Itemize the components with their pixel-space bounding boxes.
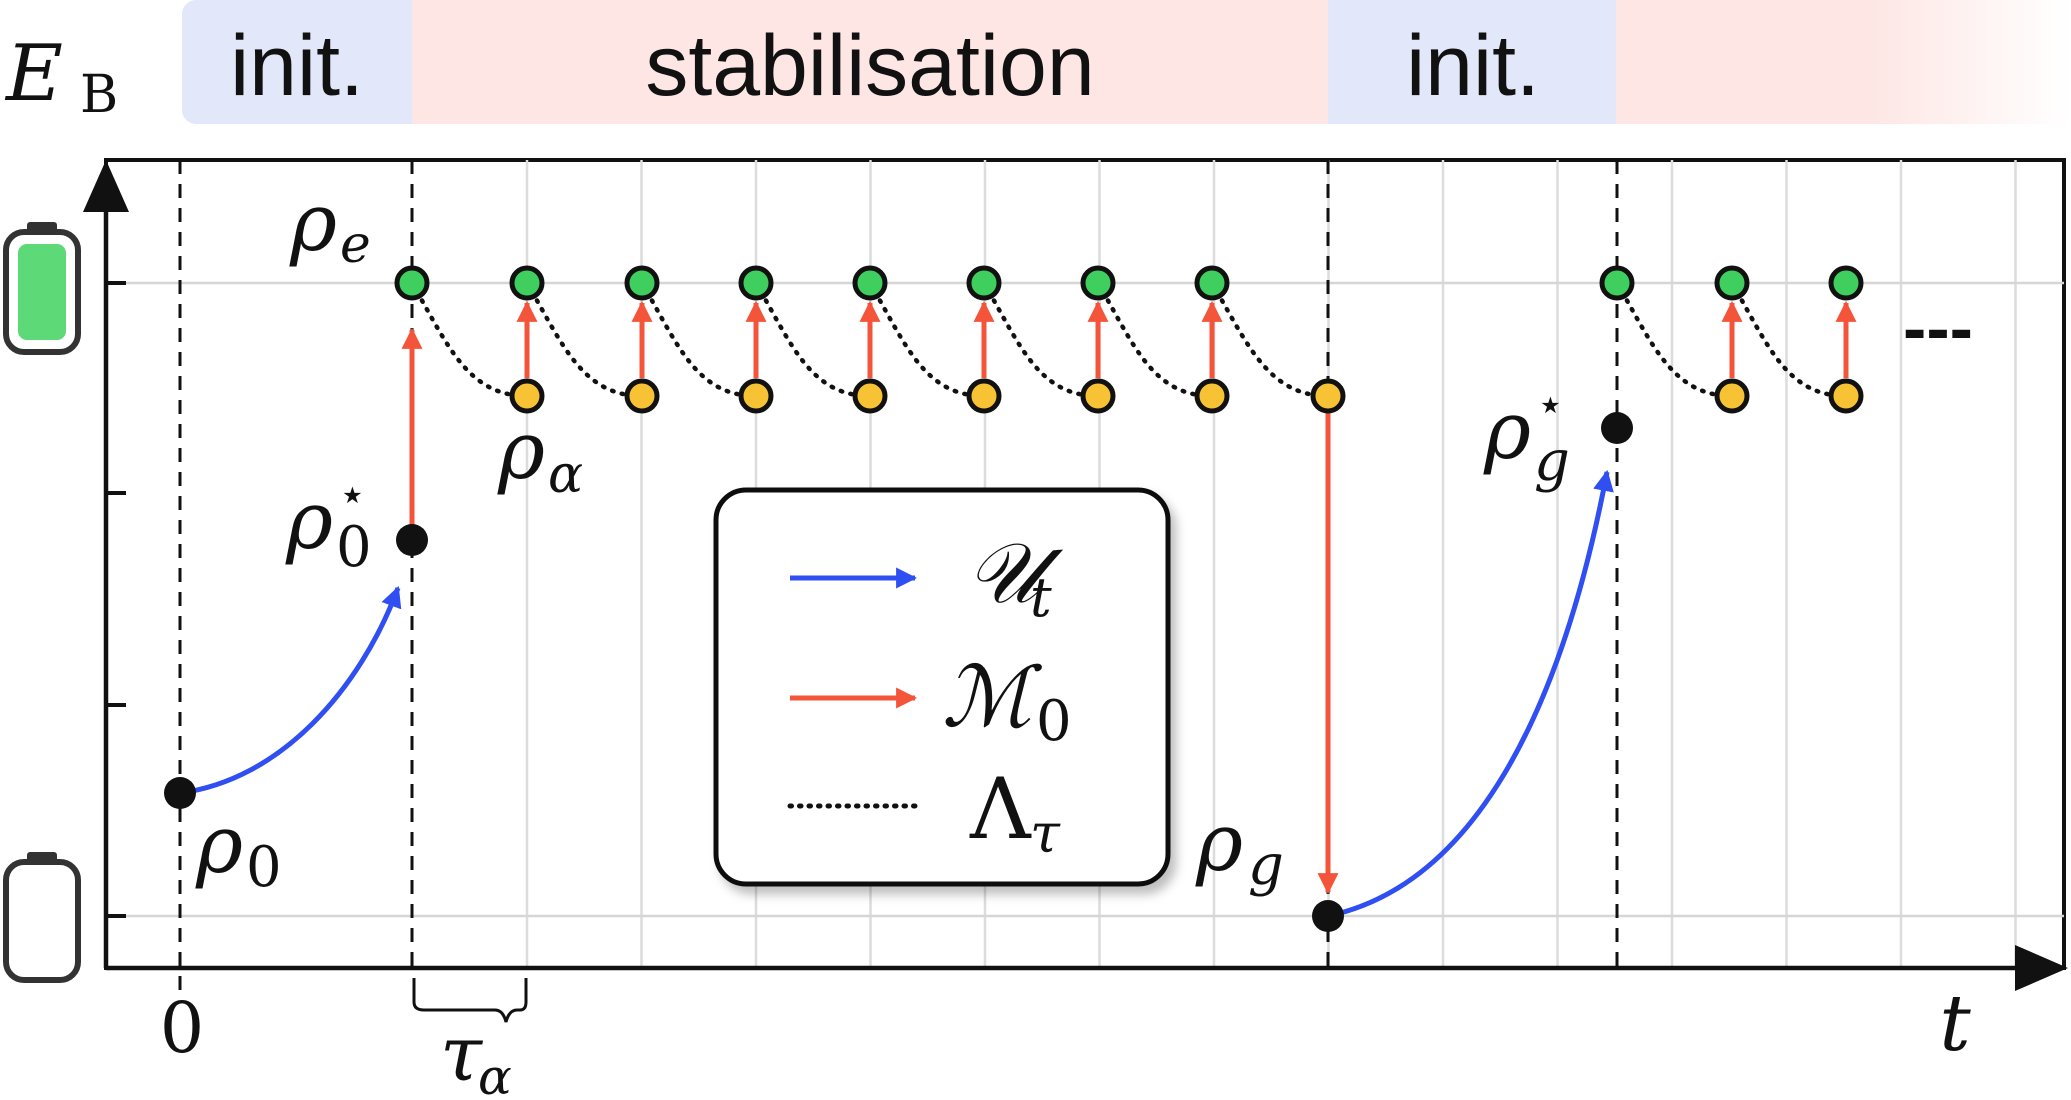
state-rho-alpha: [509, 378, 545, 414]
state-rho-e: [1599, 265, 1635, 301]
measurement-arrows: [516, 300, 1857, 378]
legend-measurement-symbol: ℳ: [942, 648, 1043, 746]
relaxation-curve: [753, 280, 873, 399]
state-rho-alpha: [966, 378, 1002, 414]
label-rho0-star: ρ ⋆ 0: [285, 467, 372, 580]
relaxation-curve: [1209, 280, 1331, 399]
rho-alpha-sub: α: [548, 445, 583, 505]
relaxation-curve: [981, 280, 1101, 399]
state-rho-alpha: [1828, 378, 1864, 414]
label-rho-g-star: ρ ⋆ g: [1483, 377, 1570, 494]
label-rho-g: ρ g: [1195, 796, 1284, 898]
relaxation-curve: [409, 280, 530, 399]
state-rho-alpha: [852, 378, 888, 414]
y-axis-arrowhead: [83, 160, 129, 212]
state-rho-e: [1194, 265, 1230, 301]
legend-item-measurement: ℳ 0: [790, 648, 1072, 754]
relaxation-curve: [1614, 280, 1735, 399]
state-rho-e: [509, 265, 545, 301]
battery-full-icon: [3, 222, 81, 355]
time-axis-label: t: [1939, 979, 1971, 1069]
legend: 𝒰 t ℳ 0 Λ τ: [713, 487, 1171, 887]
state-rho-e: [966, 265, 1002, 301]
relaxation-curve: [524, 280, 645, 399]
phase-stabilisation-2: [1616, 0, 2071, 124]
axes: [83, 160, 2068, 991]
state-rho-e: [624, 265, 660, 301]
energy-axis-label: E B: [4, 29, 118, 125]
legend-item-relaxation: Λ τ: [787, 760, 1061, 865]
rho0star-base: ρ: [285, 474, 333, 567]
rho0star-sup: ⋆: [338, 467, 367, 521]
relaxation-curves: [409, 280, 1849, 399]
state-rho-alpha: [624, 378, 660, 414]
rho0star-sub: 0: [336, 515, 372, 580]
state-rho-e: [852, 265, 888, 301]
state-markers: [394, 265, 1864, 414]
x-axis-arrowhead: [2015, 945, 2068, 991]
state-rho-g: [1312, 900, 1344, 932]
state-rho-alpha: [1080, 378, 1116, 414]
state-rho-g-star: [1601, 412, 1633, 444]
state-rho0-star: [396, 524, 428, 556]
tau-alpha-label: τ: [440, 1009, 484, 1098]
legend-relaxation-sub: τ: [1030, 802, 1061, 865]
phase-init-2: [1328, 0, 1618, 124]
state-rho-e: [394, 265, 430, 301]
phase-stabilisation: [412, 0, 1330, 124]
legend-relaxation-symbol: Λ: [969, 760, 1032, 858]
y-axis-ticks: [106, 281, 126, 918]
relaxation-curve: [867, 280, 987, 399]
unitary-arrow-initial: [179, 586, 402, 796]
state-rho-e: [1828, 265, 1864, 301]
relaxation-curve: [1729, 280, 1849, 399]
state-rho-e: [1714, 265, 1750, 301]
label-rho-alpha: ρ α: [497, 404, 583, 505]
state-rho-e: [738, 265, 774, 301]
energy-axis-subscript: B: [80, 65, 118, 125]
label-rho-e: ρ e: [289, 176, 371, 275]
battery-empty-icon: [3, 852, 81, 983]
phase-bar: init. stabilisation init.: [182, 0, 2071, 124]
tau-alpha-brace: [412, 978, 528, 1023]
rho-g-star-base: ρ: [1483, 384, 1531, 477]
rho-e-sub: e: [340, 215, 371, 275]
label-rho0: ρ 0: [195, 798, 282, 900]
rho-alpha-base: ρ: [497, 404, 545, 497]
legend-measurement-sub: 0: [1036, 689, 1072, 754]
state-rho-alpha: [738, 378, 774, 414]
state-rho-e: [1080, 265, 1116, 301]
legend-unitary-sub: t: [1030, 566, 1052, 629]
rho-e-base: ρ: [289, 176, 337, 269]
phase-label-init-1: init.: [230, 18, 364, 114]
rho0-sub: 0: [246, 835, 282, 900]
origin-label: 0: [160, 987, 205, 1069]
tau-alpha-subscript: α: [478, 1048, 512, 1100]
rho-g-base: ρ: [1195, 796, 1243, 889]
phase-label-stabilisation: stabilisation: [645, 18, 1094, 114]
relaxation-curve: [639, 280, 759, 399]
energy-axis-letter: E: [4, 29, 63, 119]
rho-g-sub: g: [1248, 833, 1284, 898]
state-rho-alpha: [1194, 378, 1230, 414]
unitary-arrow-reinit: [1327, 469, 1614, 919]
rho0-base: ρ: [195, 798, 243, 891]
rho-g-star-sub: g: [1534, 429, 1570, 494]
rho-g-star-sup: ⋆: [1536, 377, 1565, 431]
phase-label-init-2: init.: [1406, 18, 1540, 114]
state-rho0: [164, 777, 196, 809]
continuation-ellipsis: ---: [1903, 289, 1973, 367]
state-rho-alpha: [1714, 378, 1750, 414]
relaxation-curve: [1095, 280, 1215, 399]
state-rho-alpha: [1310, 378, 1346, 414]
